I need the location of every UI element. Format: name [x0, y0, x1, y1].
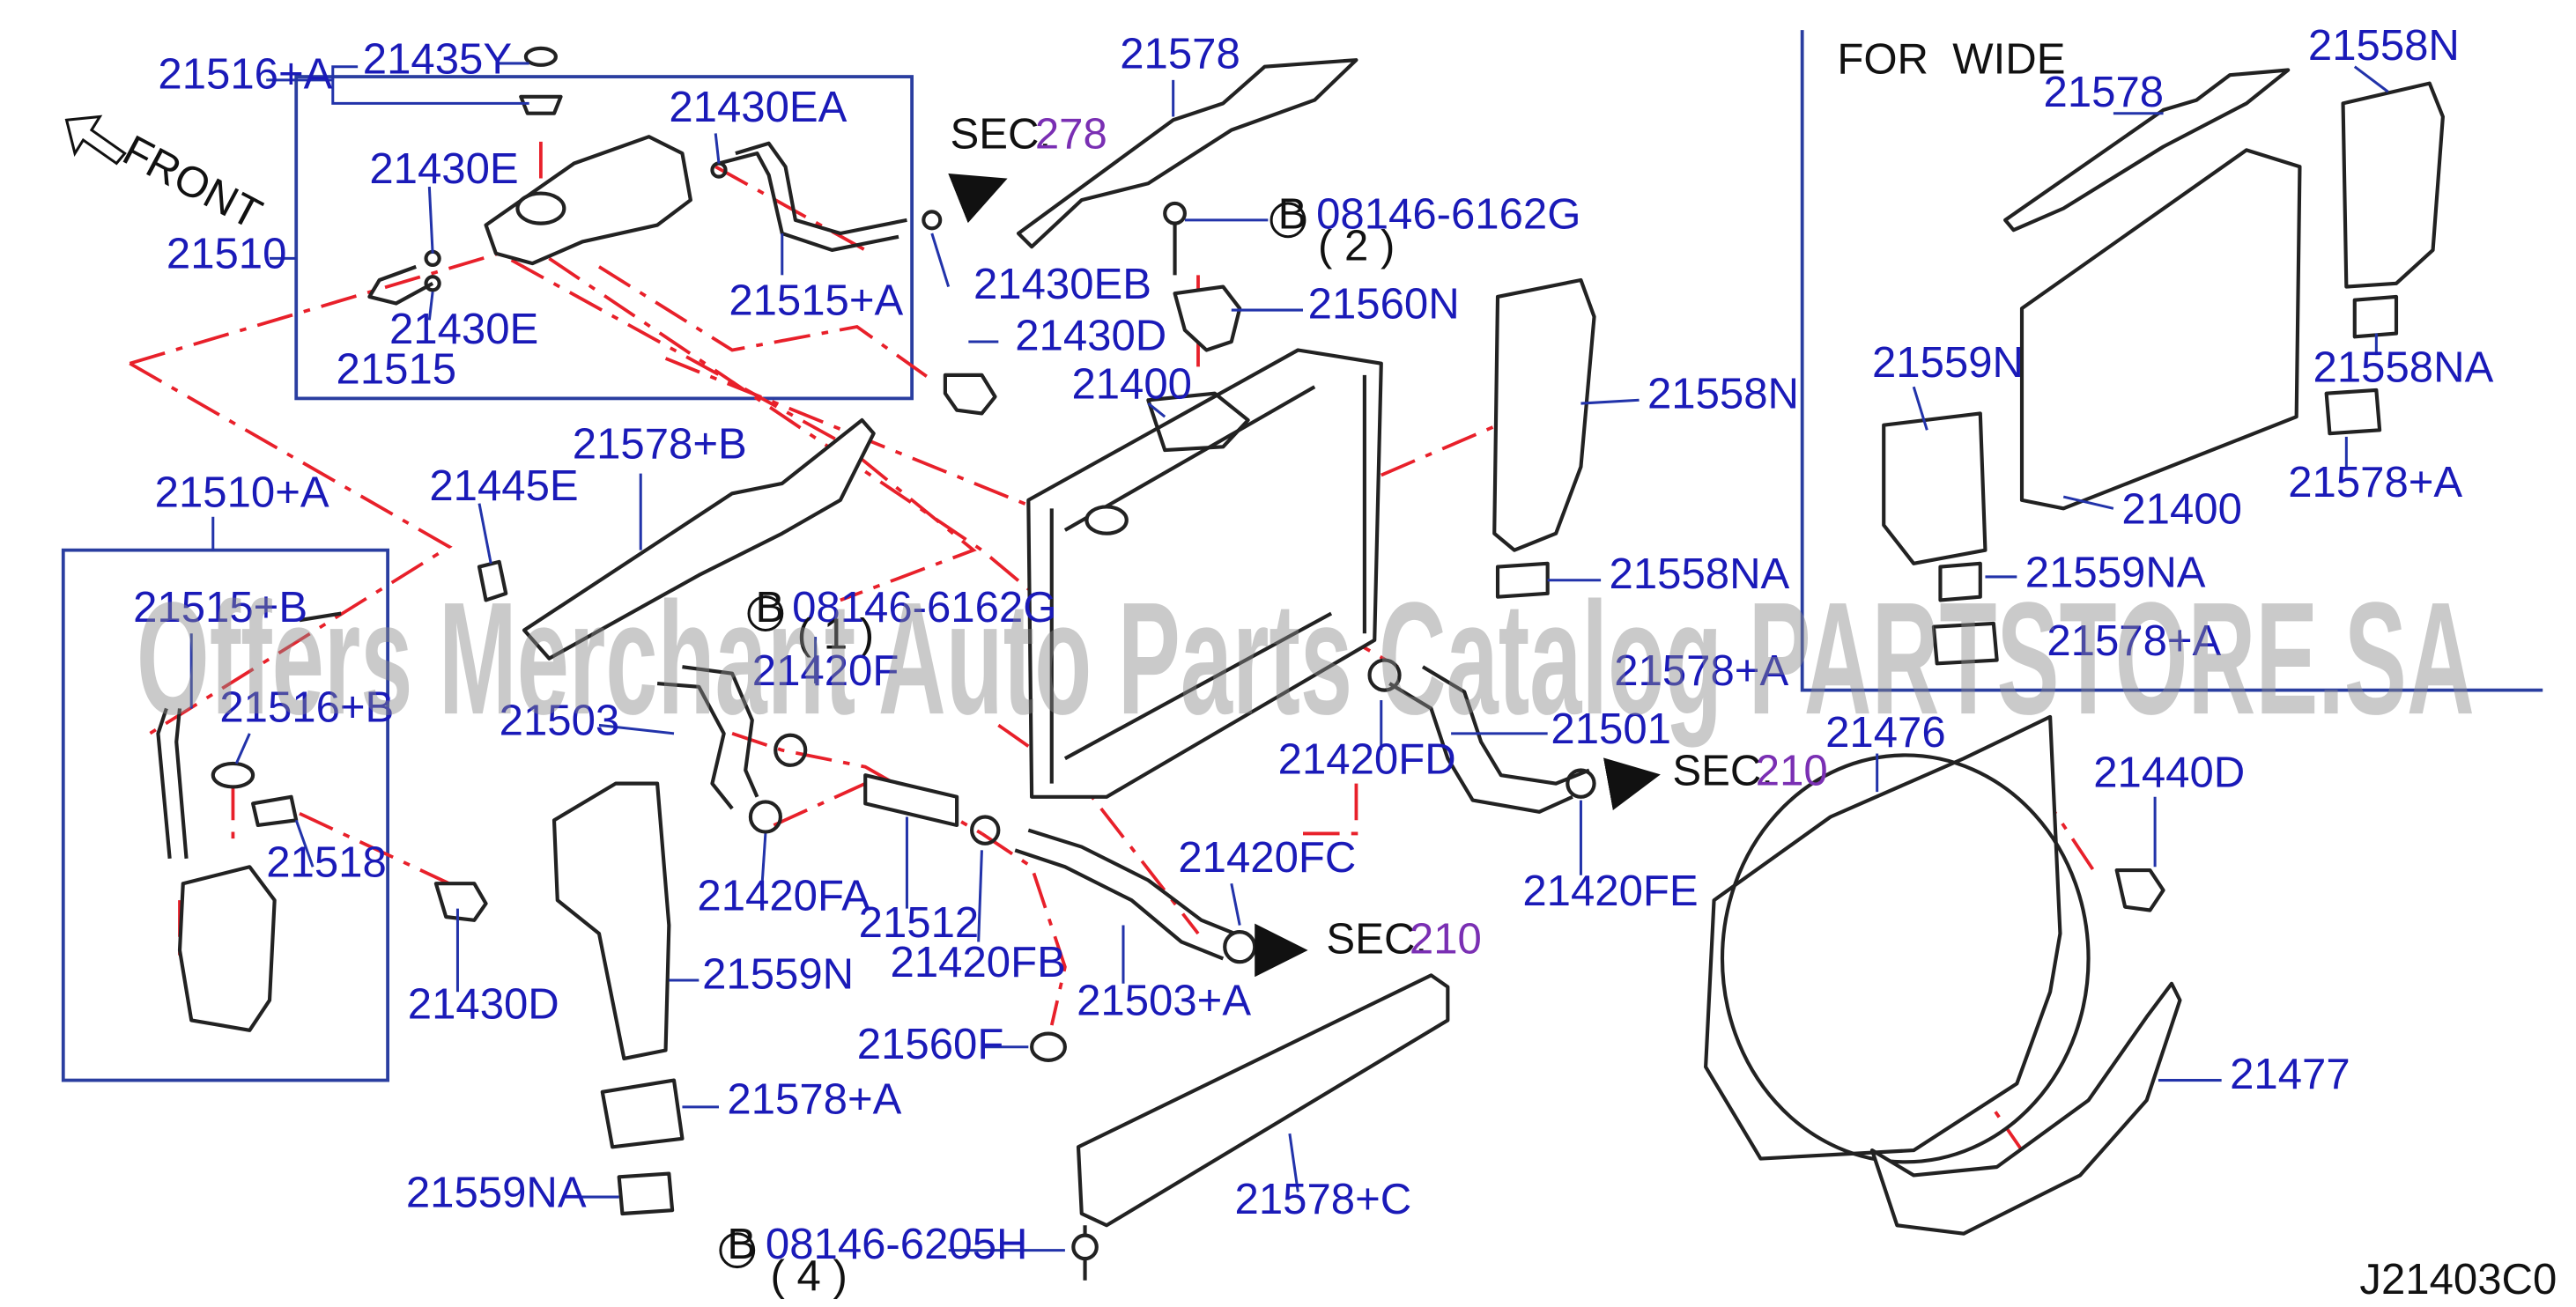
label-21558NA-mid[interactable]: 21558NA [1610, 550, 1790, 598]
label-08146-6162G-mid[interactable]: 08146-6162G [792, 583, 1056, 631]
label-21578A-low[interactable]: 21578+A [727, 1074, 901, 1123]
reservoir-alt-group-box [61, 548, 389, 1082]
label-21435Y[interactable]: 21435Y [363, 34, 512, 83]
fan-shroud-lower [1869, 981, 2182, 1236]
label-21420FE[interactable]: 21420FE [1522, 867, 1698, 915]
label-21445E[interactable]: 21445E [429, 462, 578, 510]
label-21400-wide[interactable]: 21400 [2121, 484, 2242, 533]
leader-lines [189, 62, 2389, 1252]
label-21515A[interactable]: 21515+A [729, 277, 903, 325]
label-21559NA-wide[interactable]: 21559NA [2025, 548, 2206, 596]
bolt-markers [719, 202, 1307, 1269]
label-21559N-wide[interactable]: 21559N [1872, 338, 2024, 387]
label-21420FD[interactable]: 21420FD [1278, 735, 1456, 783]
label-21518[interactable]: 21518 [266, 838, 387, 887]
label-21578A-mid[interactable]: 21578+A [1614, 646, 1788, 695]
upper-shroud [1016, 58, 1358, 249]
fan-shroud [1704, 714, 2062, 1161]
label-21477[interactable]: 21477 [2230, 1050, 2350, 1098]
wide-variant-divider [1800, 30, 2543, 692]
front-arrow [64, 114, 127, 166]
watermark: Offers Merchant Auto Parts Catalog PARTS… [137, 570, 2475, 748]
water-pipe [863, 773, 959, 828]
label-21503[interactable]: 21503 [500, 697, 620, 745]
upper-shroud-wide [2003, 68, 2291, 233]
label-qty-2: ( 2 ) [1318, 221, 1395, 270]
for-wide-label: FOR WIDE [1837, 34, 2065, 83]
side-shroud-left [551, 781, 671, 1061]
label-21440D[interactable]: 21440D [2093, 748, 2245, 796]
label-21510[interactable]: 21510 [167, 230, 287, 278]
reservoir-tank [484, 135, 692, 266]
label-qty-1: ( 1 ) [797, 609, 874, 658]
radiator-core [1026, 348, 1383, 799]
label-21578-wide[interactable]: 21578 [2044, 68, 2165, 116]
lower-shroud [1076, 973, 1450, 1228]
label-21515B[interactable]: 21515+B [133, 583, 307, 631]
sec-ref-210-bottom[interactable]: 210 [1410, 915, 1482, 964]
label-21400-main[interactable]: 21400 [1071, 359, 1192, 408]
lower-radiator-hose-left [656, 681, 734, 810]
label-qty-4: ( 4 ) [771, 1252, 848, 1300]
side-shroud-right [1492, 277, 1596, 552]
sec-prefix-278: SEC. [951, 109, 1052, 158]
label-21510A[interactable]: 21510+A [155, 468, 329, 516]
label-21559N-mid[interactable]: 21559N [702, 949, 854, 998]
label-21578A-wide[interactable]: 21578+A [2288, 458, 2462, 506]
lower-radiator-hose-right [1014, 848, 1225, 961]
label-21476[interactable]: 21476 [1825, 708, 1946, 757]
bolt-marker-label-top: B [1278, 189, 1307, 238]
label-08146-6162G-top[interactable]: 08146-6162G [1316, 189, 1580, 238]
label-21558NA-wide[interactable]: 21558NA [2313, 343, 2494, 391]
label-21430D-left[interactable]: 21430D [408, 979, 559, 1028]
label-21430D-top[interactable]: 21430D [1015, 311, 1166, 359]
section-boxes [61, 30, 2543, 1082]
sec-prefix-210-bottom: SEC. [1326, 915, 1427, 964]
sec-prefix-210-right: SEC. [1672, 746, 1773, 794]
reservoir-group-box [294, 75, 914, 401]
label-21558N-wide[interactable]: 21558N [2308, 21, 2460, 70]
label-21420FB[interactable]: 21420FB [891, 938, 1066, 986]
label-21430E-lower[interactable]: 21430E [389, 305, 538, 353]
label-21503A[interactable]: 21503+A [1077, 977, 1251, 1025]
label-08146-6205H[interactable]: 08146-6205H [766, 1220, 1028, 1268]
label-21512[interactable]: 21512 [859, 898, 980, 947]
drain-plug [1030, 1031, 1067, 1062]
part-labels: 21516+A 21435Y 21430EA 21430E 21510 2151… [133, 21, 2493, 1300]
sec-ref-278[interactable]: 278 [1035, 109, 1107, 158]
label-21420F[interactable]: 21420F [752, 646, 899, 695]
overflow-hose [718, 151, 899, 253]
label-21515[interactable]: 21515 [337, 344, 457, 393]
label-21578C[interactable]: 21578+C [1235, 1175, 1412, 1223]
label-21430E-upper[interactable]: 21430E [369, 144, 518, 193]
side-shroud-wide [2341, 81, 2445, 289]
label-21578A-wide2[interactable]: 21578+A [2047, 617, 2221, 665]
upper-radiator-hose [1388, 682, 1573, 814]
front-label: FRONT [115, 126, 270, 239]
bolt-marker-label-mid: B [756, 583, 785, 631]
label-21516A[interactable]: 21516+A [158, 49, 332, 98]
label-21516B[interactable]: 21516+B [219, 683, 394, 732]
label-21558N-mid[interactable]: 21558N [1647, 370, 1799, 418]
label-21578-top[interactable]: 21578 [1120, 30, 1240, 78]
label-21420FA[interactable]: 21420FA [697, 871, 870, 919]
label-21560F[interactable]: 21560F [857, 1020, 1004, 1068]
parts-artwork [156, 46, 2445, 1281]
label-21501[interactable]: 21501 [1551, 705, 1671, 753]
label-21560N[interactable]: 21560N [1308, 279, 1460, 328]
section-arrows [64, 114, 1661, 978]
radiator-core-wide [2019, 148, 2302, 511]
reservoir-cap [519, 94, 563, 115]
sec-ref-210-right[interactable]: 210 [1756, 746, 1828, 794]
label-21578B[interactable]: 21578+B [573, 419, 747, 468]
label-21430EA[interactable]: 21430EA [669, 83, 847, 131]
reservoir-tank-alt [177, 865, 277, 1032]
label-21430EB[interactable]: 21430EB [973, 260, 1151, 308]
drawing-code: J21403C0 [2359, 1255, 2557, 1303]
label-21559NA-low[interactable]: 21559NA [406, 1168, 587, 1216]
radiator-bracket [522, 417, 876, 661]
bolt-marker-label-bottom: B [727, 1220, 756, 1268]
label-21420FC[interactable]: 21420FC [1178, 833, 1356, 882]
